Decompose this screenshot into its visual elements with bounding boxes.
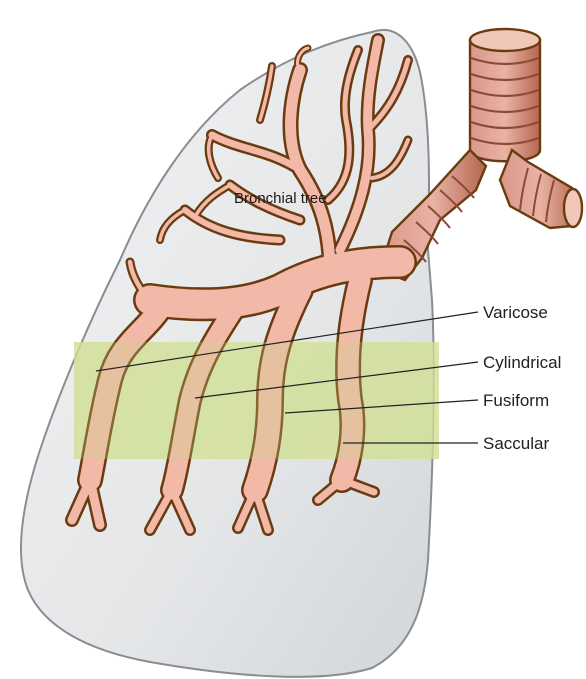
fusiform-label: Fusiform <box>483 391 549 410</box>
right-main-bronchus <box>500 150 582 228</box>
band-overlay <box>74 342 439 459</box>
varicose-label: Varicose <box>483 303 548 322</box>
bronchial-tree-label: Bronchial tree <box>234 190 327 207</box>
cylindrical-label: Cylindrical <box>483 353 561 372</box>
saccular-label: Saccular <box>483 434 549 453</box>
trachea <box>470 29 540 161</box>
